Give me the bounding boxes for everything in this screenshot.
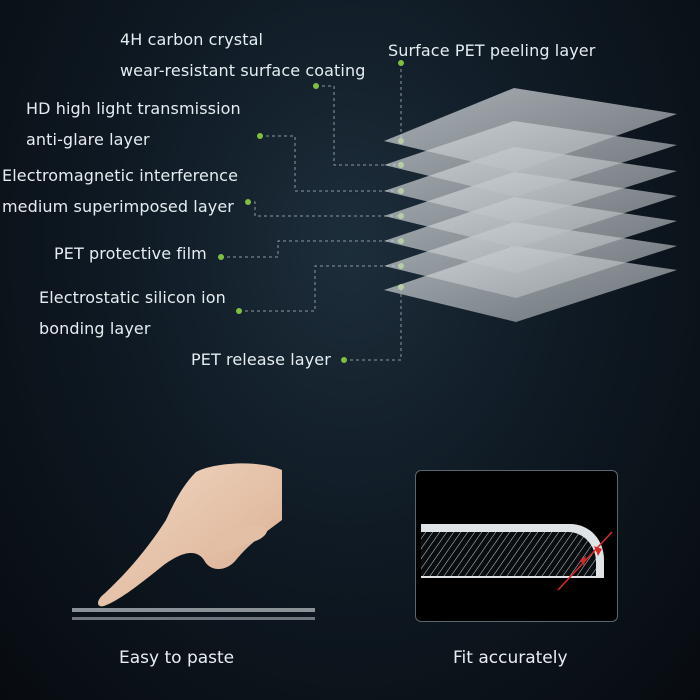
film-lines [72, 608, 315, 620]
leader-pet-protective [221, 240, 401, 258]
dot-hd [257, 133, 263, 139]
caption-fit-accurately: Fit accurately [453, 648, 568, 668]
dot-emi [245, 199, 251, 205]
caption-easy-to-paste: Easy to paste [119, 648, 235, 668]
leader-emi [248, 201, 401, 217]
label-surface-pet: Surface PET peeling layer [388, 41, 596, 60]
label-hd-transmission: HD high light transmission anti-glare la… [26, 99, 241, 149]
sheet-stack [384, 88, 677, 322]
dot-surface-pet [398, 60, 404, 66]
leader-electrostatic [239, 265, 401, 312]
dot-carbon-crystal [313, 83, 319, 89]
label-pet-release: PET release layer [191, 350, 331, 369]
precision-arrow-icon [557, 531, 613, 591]
label-emi-medium: Electromagnetic interference medium supe… [2, 166, 239, 216]
dot-pet-protective [218, 254, 224, 260]
label-electrostatic: Electrostatic silicon ion bonding layer [39, 288, 226, 338]
dot-electrostatic [236, 308, 242, 314]
leader-carbon-crystal [316, 85, 401, 166]
hand-icon [98, 463, 282, 607]
label-carbon-crystal: 4H carbon crystal wear-resistant surface… [120, 30, 366, 80]
leader-hd [260, 135, 401, 192]
label-pet-protective: PET protective film [54, 244, 207, 263]
leader-pet-release [344, 287, 402, 361]
dot-pet-release [341, 357, 347, 363]
